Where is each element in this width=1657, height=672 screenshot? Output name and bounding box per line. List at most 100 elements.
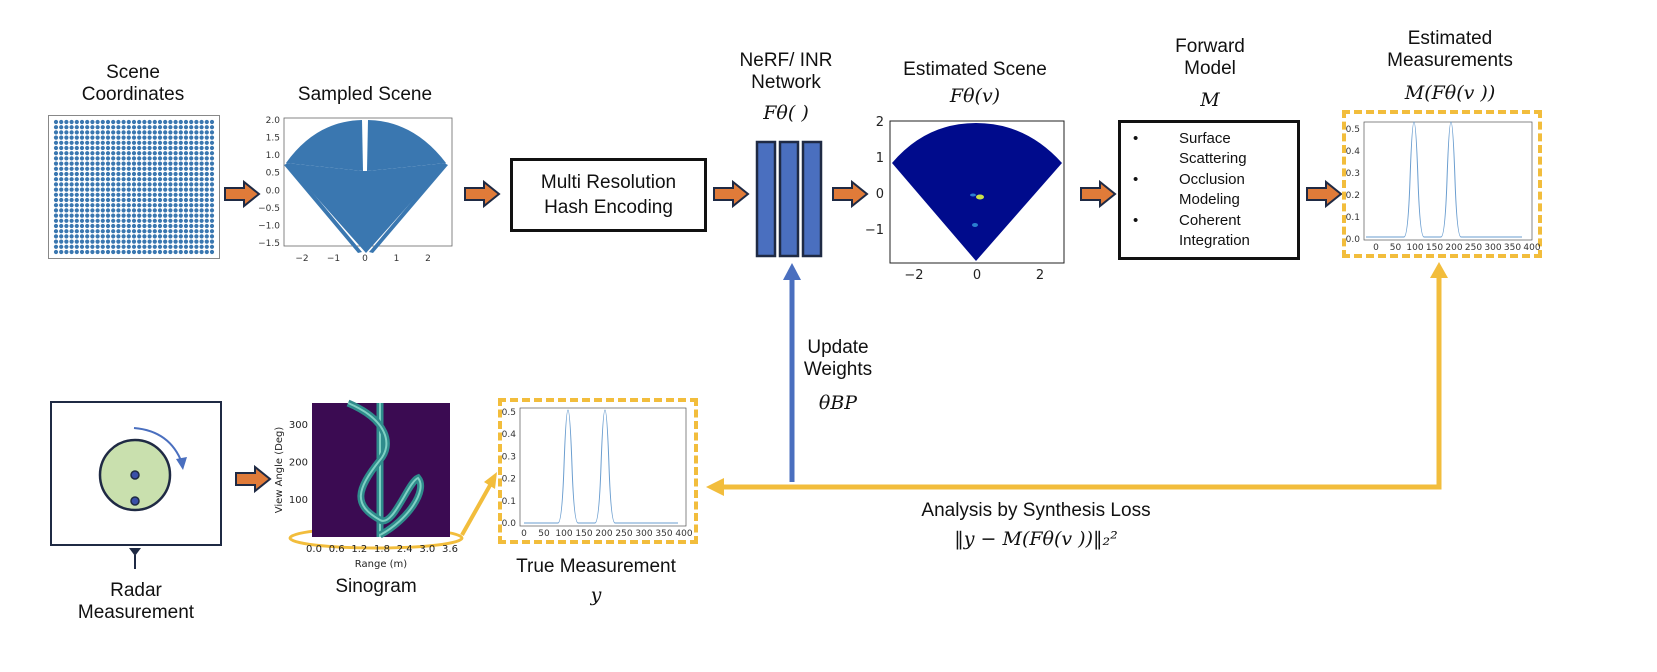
- scene-point: [152, 151, 157, 156]
- scene-point: [147, 156, 152, 161]
- scene-point: [142, 234, 147, 239]
- scene-point: [131, 151, 137, 156]
- scene-point: [178, 156, 183, 161]
- scene-point: [59, 135, 64, 140]
- scene-point: [126, 223, 131, 229]
- hash-encoding-block: Multi Resolution Hash Encoding: [510, 158, 707, 232]
- scene-point: [105, 125, 111, 130]
- scene-point: [183, 156, 189, 161]
- scene-point: [194, 218, 199, 223]
- scene-point: [95, 151, 100, 156]
- scene-point: [53, 140, 59, 145]
- scene-point: [90, 187, 95, 192]
- y-tick-label: −0.5: [258, 204, 280, 214]
- scene-point: [95, 229, 100, 234]
- arrow-block-4: [832, 179, 869, 209]
- scene-point: [116, 156, 121, 161]
- scene-point: [178, 234, 183, 239]
- scene-point: [116, 197, 121, 203]
- scene-point: [131, 156, 137, 161]
- scene-point: [209, 177, 215, 182]
- scene-point: [152, 187, 157, 192]
- scene-point: [204, 234, 209, 239]
- scene-point: [121, 223, 126, 229]
- scene-point: [64, 182, 69, 187]
- scene-point: [178, 177, 183, 182]
- scene-point: [173, 151, 178, 156]
- scene-point: [157, 140, 163, 145]
- scene-point: [137, 244, 142, 249]
- scene-point: [194, 208, 199, 213]
- scene-point: [64, 140, 69, 145]
- scene-point: [163, 244, 168, 249]
- scene-point: [85, 223, 90, 229]
- scene-point: [204, 249, 209, 255]
- sinogram-xlabel: Range (m): [355, 559, 408, 570]
- scene-point: [59, 234, 64, 239]
- scene-point: [147, 161, 152, 166]
- scene-point: [157, 187, 163, 192]
- scene-point: [194, 140, 199, 145]
- scene-point: [64, 239, 69, 244]
- scene-point: [189, 161, 194, 166]
- forward-model-item-label: Occlusion Modeling: [1179, 171, 1245, 208]
- scene-point: [142, 182, 147, 187]
- scene-point: [90, 140, 95, 145]
- scene-point: [100, 182, 105, 187]
- scene-point: [95, 140, 100, 145]
- scene-point: [100, 161, 105, 166]
- scene-point: [105, 229, 111, 234]
- scene-point: [59, 145, 64, 151]
- scene-point: [111, 218, 116, 223]
- scene-point: [64, 187, 69, 192]
- scene-point: [131, 171, 137, 177]
- x-tick-label: 150: [575, 529, 592, 539]
- scene-point: [85, 166, 90, 171]
- scene-point: [79, 130, 85, 135]
- scene-point: [147, 119, 152, 125]
- scene-point: [199, 218, 204, 223]
- forward-model-item: •Occlusion Modeling: [1133, 170, 1291, 210]
- scene-point: [105, 166, 111, 171]
- x-tick-label: 300: [635, 529, 652, 539]
- scene-point: [168, 187, 173, 192]
- scene-point: [126, 130, 131, 135]
- scene-point: [194, 161, 199, 166]
- scene-point: [74, 161, 79, 166]
- scene-point: [189, 187, 194, 192]
- y-tick-label: 0.5: [1346, 125, 1360, 135]
- scene-point: [189, 203, 194, 208]
- scene-point: [74, 192, 79, 197]
- scene-point: [95, 234, 100, 239]
- scene-point: [105, 130, 111, 135]
- scene-point: [74, 234, 79, 239]
- scene-point: [64, 203, 69, 208]
- arrow-block-2: [464, 179, 501, 209]
- scene-point: [74, 244, 79, 249]
- scene-point: [105, 208, 111, 213]
- scene-point: [189, 140, 194, 145]
- scene-point: [173, 218, 178, 223]
- scene-point: [69, 130, 74, 135]
- scene-point: [204, 239, 209, 244]
- scene-point: [178, 166, 183, 171]
- scene-point: [142, 151, 147, 156]
- scene-point: [168, 208, 173, 213]
- scene-point: [121, 192, 126, 197]
- scene-point: [105, 145, 111, 151]
- scene-point: [189, 125, 194, 130]
- scene-point: [95, 213, 100, 218]
- scene-point: [100, 130, 105, 135]
- x-tick-label: 1.2: [351, 544, 367, 555]
- scene-point: [137, 218, 142, 223]
- scene-point: [95, 171, 100, 177]
- scene-point: [116, 203, 121, 208]
- x-tick-label: 400: [675, 529, 692, 539]
- scene-point: [74, 140, 79, 145]
- scene-point: [74, 130, 79, 135]
- scene-point: [163, 208, 168, 213]
- scene-point: [183, 244, 189, 249]
- scene-point: [79, 171, 85, 177]
- scene-point: [189, 223, 194, 229]
- scene-point: [152, 203, 157, 208]
